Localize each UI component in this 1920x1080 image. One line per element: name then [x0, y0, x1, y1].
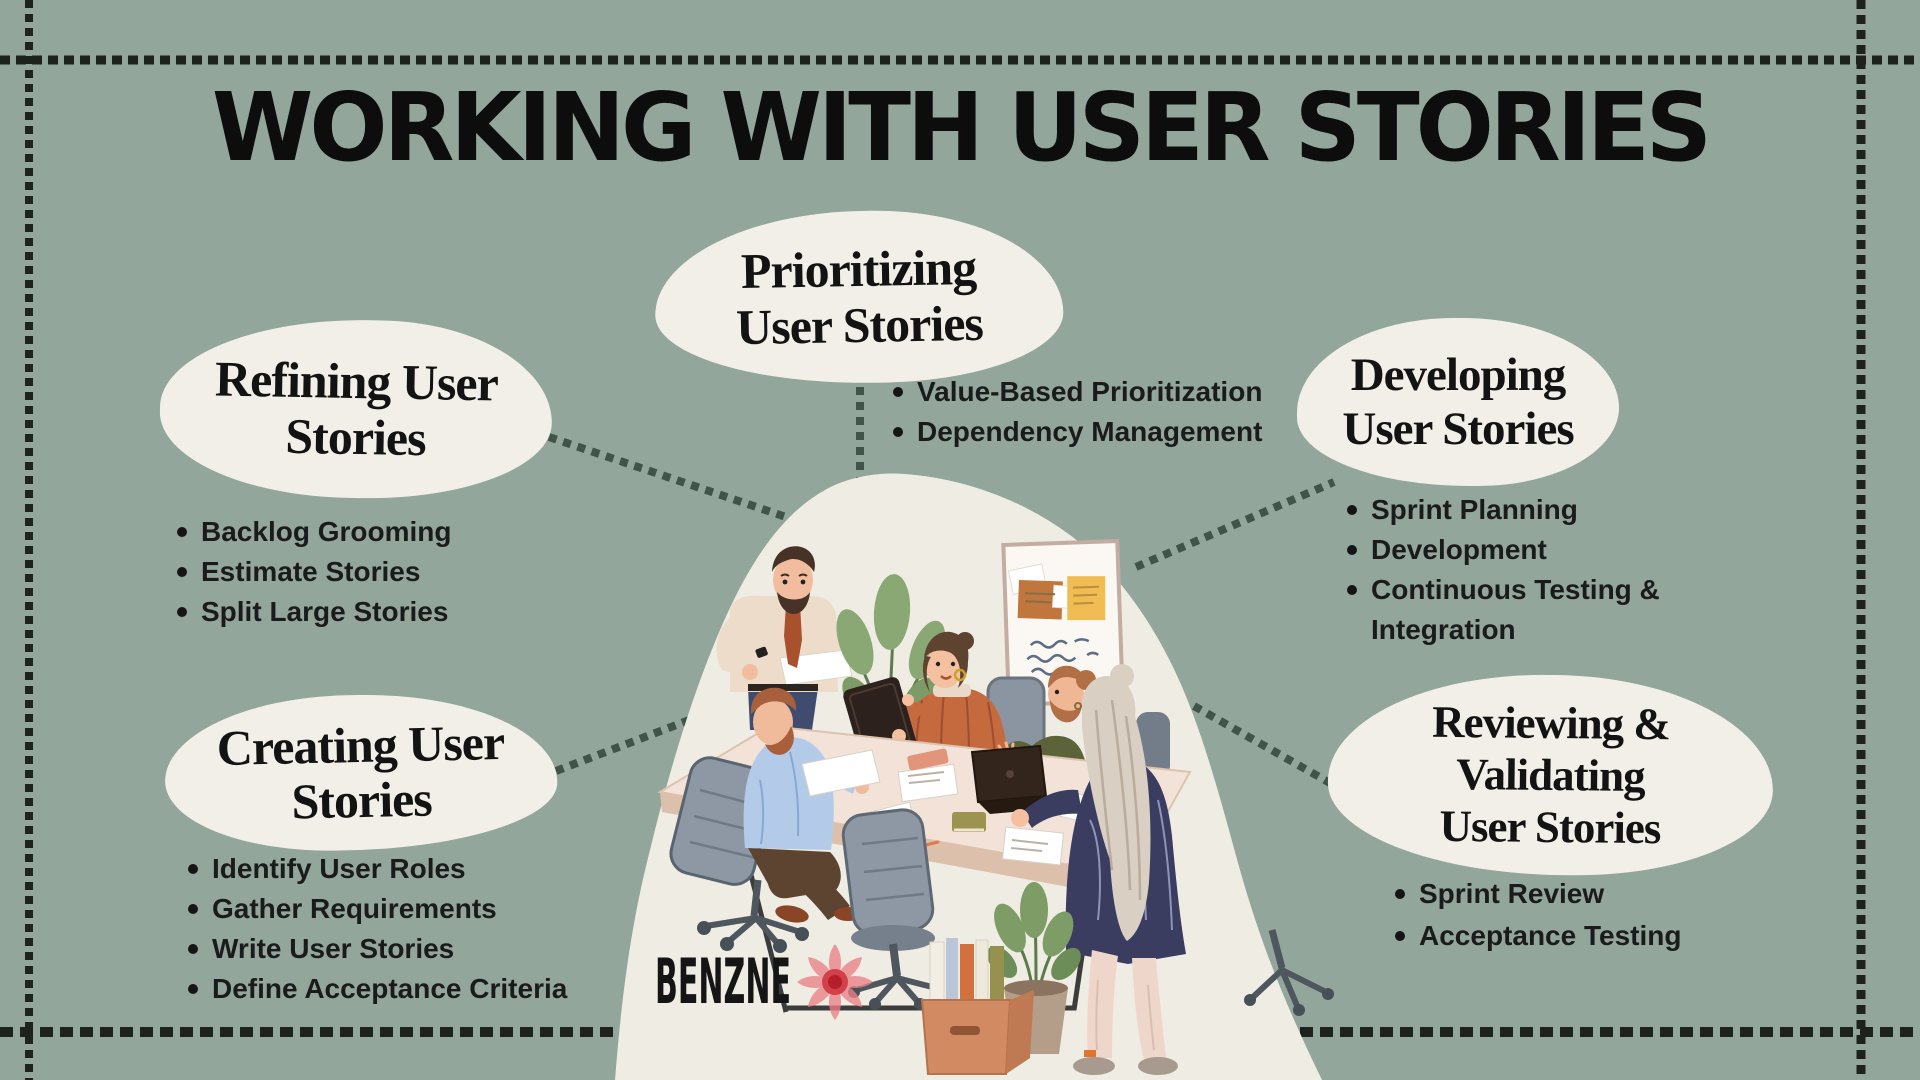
list-item: Dependency Management	[893, 412, 1262, 452]
list-item: Estimate Stories	[177, 552, 451, 592]
connector-refining	[547, 433, 788, 521]
section-title-line: Reviewing &	[1431, 696, 1671, 750]
whiteboard-notes-squiggles	[1026, 638, 1099, 676]
section-title-line: Prioritizing	[740, 238, 977, 300]
standing-woman	[1011, 664, 1186, 1075]
list-item: Continuous Testing & Integration	[1347, 570, 1667, 650]
developing-list: Sprint Planning Development Continuous T…	[1347, 490, 1667, 650]
whiteboard	[1001, 538, 1125, 707]
paper-held	[801, 749, 881, 797]
olive-notebook	[952, 812, 986, 832]
section-title-line: User Stories	[735, 294, 984, 356]
creating-list: Identify User Roles Gather Requirements …	[188, 849, 567, 1009]
list-item: Backlog Grooming	[177, 512, 451, 552]
prioritizing-user-stories-panel: Prioritizing User Stories	[653, 207, 1065, 387]
creating-user-stories-panel: Creating User Stories	[163, 690, 559, 855]
section-title-line: Refining User	[214, 350, 499, 412]
plant	[836, 574, 946, 743]
office-chair-base	[1244, 929, 1334, 1016]
list-item: Split Large Stories	[177, 592, 451, 632]
seated-man-blue	[669, 687, 881, 953]
reviewing-validating-user-stories-panel: Reviewing & Validating User Stories	[1326, 672, 1775, 878]
brand-logo-text: BENZNE	[655, 945, 791, 1018]
section-title-line: Creating User	[216, 713, 505, 776]
section-title-line: User Stories	[1439, 800, 1661, 854]
prioritizing-list: Value-Based Prioritization Dependency Ma…	[893, 372, 1262, 452]
storage-box	[920, 938, 1034, 1075]
developing-user-stories-panel: Developing User Stories	[1297, 318, 1619, 486]
section-title-line: Validating	[1456, 749, 1645, 801]
meeting-illustration: BENZNE	[655, 538, 1334, 1075]
connector-developing	[1134, 478, 1336, 571]
salmon-notebook	[907, 748, 949, 771]
list-item: Write User Stories	[188, 929, 567, 969]
list-item: Define Acceptance Criteria	[188, 969, 567, 1009]
connector-reviewing	[1192, 702, 1332, 787]
section-title-line: Stories	[290, 770, 433, 829]
page-title: WORKING WITH USER STORIES	[211, 72, 1712, 183]
list-item: Gather Requirements	[188, 889, 567, 929]
sticky-note-orange	[1017, 579, 1063, 620]
section-title-line: User Stories	[1342, 403, 1574, 455]
list-item: Acceptance Testing	[1395, 915, 1681, 957]
list-item: Sprint Review	[1395, 873, 1681, 915]
reviewing-list: Sprint Review Acceptance Testing	[1395, 873, 1681, 957]
section-title-line: Developing	[1350, 349, 1567, 401]
list-item: Development	[1347, 530, 1667, 570]
sticky-note-yellow	[1067, 576, 1106, 621]
refining-user-stories-panel: Refining User Stories	[158, 316, 554, 502]
refining-list: Backlog Grooming Estimate Stories Split …	[177, 512, 451, 632]
list-item: Sprint Planning	[1347, 490, 1667, 530]
list-item: Value-Based Prioritization	[893, 372, 1262, 412]
list-item: Identify User Roles	[188, 849, 567, 889]
brand-flower-icon	[797, 944, 873, 1020]
connector-creating	[554, 715, 694, 775]
section-title-line: Stories	[284, 407, 427, 467]
